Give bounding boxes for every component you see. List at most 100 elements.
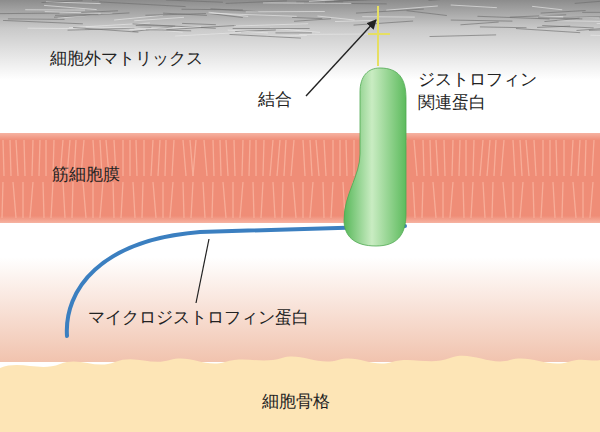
fiber [73,28,138,33]
stripe [323,182,324,218]
fiber [229,34,300,38]
stripe [129,140,130,176]
stripe [242,140,243,176]
fiber [86,27,158,29]
stripe [302,182,303,218]
fiber [451,5,497,8]
stripe [463,182,464,218]
fiber [582,12,600,13]
stripe [226,140,228,176]
stripe [273,182,275,218]
stripe [51,182,53,218]
stripe [339,140,340,176]
fiber [451,20,513,21]
stripe [162,182,163,218]
stripe [10,140,11,176]
fiber [589,28,600,31]
stripe [549,140,550,176]
fiber [44,5,97,9]
stripe [203,182,205,218]
stripe [331,182,333,218]
stripe [45,140,46,176]
stripe [590,182,593,218]
ecm-fibers [0,0,600,38]
fiber [146,30,191,31]
stripe [520,182,523,218]
fiber [69,23,150,28]
stripe [240,182,243,218]
stripe [310,182,313,218]
stripe [471,182,473,218]
stripe [487,140,490,176]
fiber [407,11,447,16]
stripe [3,140,4,176]
stripe [249,140,250,176]
membrane-band [0,133,600,223]
stripe [473,140,474,176]
fiber [430,35,497,37]
stripe [2,182,3,218]
capsule-outline [344,68,406,246]
stripe [442,182,443,218]
stripe [153,182,156,218]
stripe [492,182,493,218]
stripe [122,140,123,176]
microdystrophin-line [67,226,405,336]
stripe [277,140,280,176]
stripe [422,182,423,218]
stripe [32,140,33,176]
fiber [542,26,593,28]
stripe [444,140,445,176]
stripe [143,140,144,176]
fiber [299,34,370,35]
stripe [121,182,123,218]
stripe [433,182,436,218]
fiber [563,16,600,18]
stripe [183,182,184,218]
fiber [3,20,83,23]
stripe [526,140,529,176]
fiber [263,2,351,4]
membrane-stripes [2,140,594,218]
stripe [436,140,438,176]
fiber [99,2,185,7]
stripe [480,140,483,176]
stripe [158,140,160,176]
leader-line [196,239,209,303]
stripe [571,140,573,176]
stripe [316,140,319,176]
stripe [263,140,264,176]
stripe [585,140,586,176]
stripe [513,140,515,176]
stripe [191,182,193,218]
stripe [310,140,312,176]
fiber [575,0,600,3]
fiber [354,21,413,25]
stripe [563,140,564,176]
stripe [413,182,415,218]
stripe [503,182,506,218]
stripe [255,140,256,176]
region-label: 細胞外マトリックス [50,47,203,69]
fiber [234,24,308,26]
stripe [556,140,557,176]
fiber [480,26,527,28]
fiber [557,21,600,22]
stripe [30,182,33,218]
stripe [541,182,543,218]
fiber [541,11,586,14]
stripe [183,140,186,176]
stripe [542,140,543,176]
stripe [573,182,576,218]
stripe [452,140,453,176]
stripe [512,182,513,218]
fiber [275,32,311,33]
stripe [253,182,254,218]
fiber [532,6,562,9]
fiber [294,19,331,22]
cytoplasm-ground [0,222,600,362]
stripe [63,182,65,218]
fiber [163,13,207,15]
fiber [114,15,163,20]
fiber [41,1,82,3]
